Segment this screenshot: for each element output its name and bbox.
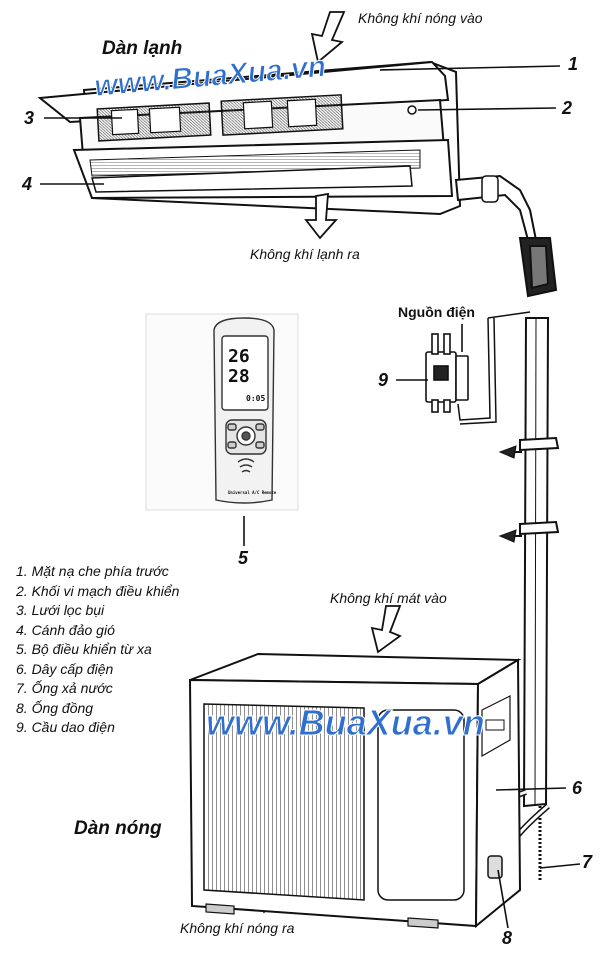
indoor-unit-title: Dàn lạnh <box>102 38 183 59</box>
pipe-connector <box>518 237 558 298</box>
legend-item: 4. Cánh đảo gió <box>16 621 115 638</box>
callout-3: 3 <box>24 108 35 128</box>
callout-2: 2 <box>562 98 573 118</box>
leader-6 <box>495 787 567 791</box>
callout-5: 5 <box>238 548 249 568</box>
leader-2 <box>417 107 557 111</box>
legend-item: 2. Khối vi mạch điều khiển <box>16 582 180 599</box>
callout-4: 4 <box>22 174 33 194</box>
callout-1: 1 <box>568 54 579 74</box>
remote-temp-2: 28 <box>228 366 250 387</box>
legend-item: 8. Ống đồng <box>16 699 94 716</box>
cool-air-in-label: Không khí mát vào <box>330 590 447 606</box>
legend-item: 7. Ống xả nước <box>16 680 113 696</box>
hot-air-out-label: Không khí nóng ra <box>180 920 295 936</box>
power-wire <box>457 311 531 425</box>
leader-8 <box>497 869 509 929</box>
remote-temp-1: 26 <box>228 346 250 367</box>
hot-air-in-label: Không khí nóng vào <box>358 10 483 26</box>
leader-lines <box>40 65 581 929</box>
power-source-label: Nguồn điện <box>398 304 475 320</box>
callout-8: 8 <box>502 928 513 948</box>
watermark-bottom: www.BuaXua.vn <box>206 702 486 744</box>
parts-legend: 1. Mặt nạ che phía trước 2. Khối vi mạch… <box>16 562 179 738</box>
legend-item: 9. Cầu dao điện <box>16 719 115 735</box>
circuit-breaker <box>425 333 469 413</box>
remote-brand: Universal A/C Remote <box>228 490 277 495</box>
callout-9: 9 <box>378 370 389 390</box>
leader-7 <box>539 863 581 869</box>
legend-item: 5. Bộ điều khiển từ xa <box>16 641 152 657</box>
legend-item: 3. Lưới lọc bụi <box>16 602 105 618</box>
outdoor-unit <box>188 652 522 929</box>
cold-out-arrow <box>304 192 339 240</box>
remote-control <box>213 317 275 504</box>
legend-item: 1. Mặt nạ che phía trước <box>16 563 169 579</box>
hot-in-arrow <box>310 11 346 64</box>
remote-small-reading: 0:05 <box>246 394 266 403</box>
leader-1 <box>379 65 561 71</box>
legend-item: 6. Dây cấp điện <box>16 660 114 677</box>
callout-7: 7 <box>582 852 593 872</box>
wall-screws <box>498 445 522 543</box>
cold-air-out-label: Không khí lạnh ra <box>250 246 360 262</box>
callout-6: 6 <box>572 778 583 798</box>
indoor-unit <box>37 60 538 241</box>
cool-in-arrow <box>370 605 402 654</box>
outdoor-unit-title: Dàn nóng <box>74 818 162 839</box>
